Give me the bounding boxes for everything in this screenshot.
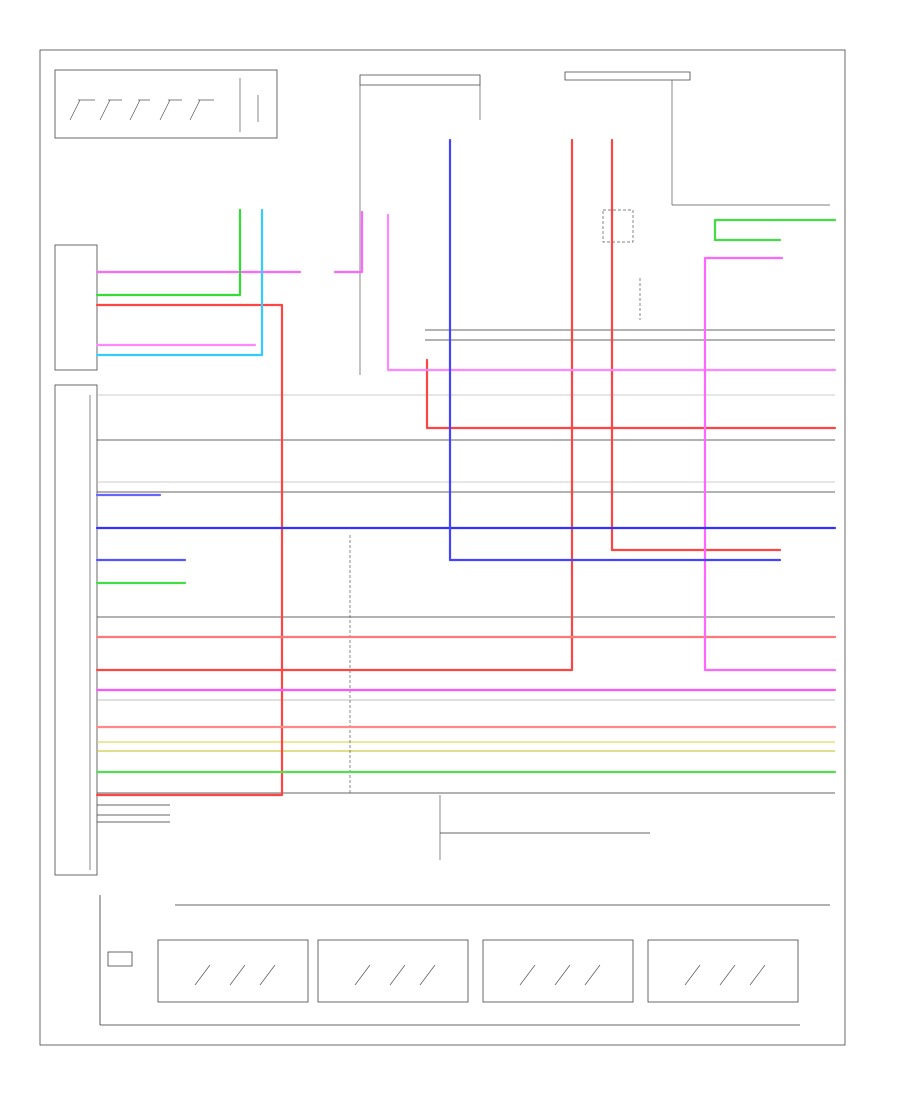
control-module	[54, 244, 98, 876]
wire-red-main	[95, 138, 837, 797]
seat-switch-4	[647, 939, 799, 1003]
wire-cyan	[95, 208, 264, 357]
wire-blue	[95, 138, 837, 562]
top-relay-block	[359, 74, 481, 375]
seat-switch-1	[157, 939, 309, 1003]
ground-connector	[107, 951, 133, 967]
wire-green	[95, 208, 837, 774]
bottom-bus	[99, 895, 830, 1026]
steering-switch-assembly	[54, 69, 278, 139]
signal-lines	[97, 329, 835, 860]
seat-switch-3	[482, 939, 634, 1003]
seat-switch-2	[317, 939, 469, 1003]
outer-frame	[39, 49, 846, 1046]
wire-pink	[95, 210, 837, 692]
top-right-relay-block	[564, 71, 830, 320]
